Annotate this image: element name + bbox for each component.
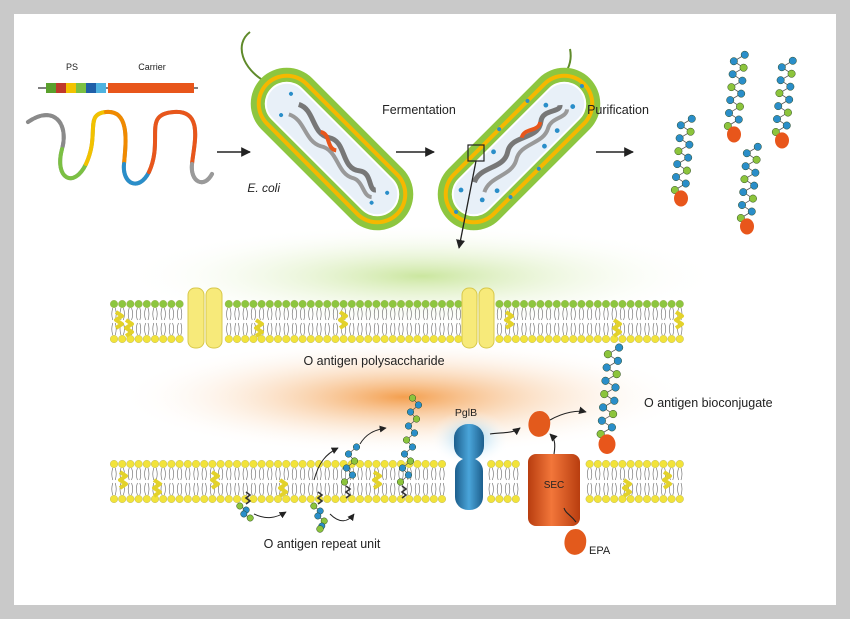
- purification-label: Purification: [587, 103, 649, 117]
- gene-construct: [38, 83, 198, 93]
- arrow-flip-4: [329, 513, 355, 522]
- o-antigen-chains: [236, 394, 423, 533]
- carrier-label: Carrier: [138, 62, 166, 72]
- outer-membrane: [110, 287, 684, 349]
- epa-exported: [528, 410, 551, 437]
- arrow-flip-3: [359, 425, 387, 445]
- sec-translocon: [528, 454, 580, 526]
- dna-helix: [26, 109, 214, 186]
- arrow-pglb-transfer: [489, 427, 521, 436]
- diagram-canvas: PS Carrier E. coli Fermentation: [14, 14, 836, 605]
- ps-label: PS: [66, 62, 78, 72]
- arrow-flip-2: [313, 447, 339, 481]
- arrow-epa-to-bioconjugate: [549, 406, 587, 421]
- ecoli-label: E. coli: [247, 181, 280, 195]
- bioconjugation-diagram: PS Carrier E. coli Fermentation: [26, 31, 797, 557]
- fermentation-label: Fermentation: [382, 103, 456, 117]
- arrow-epa-to-sec: [563, 507, 577, 523]
- o-antigen-repeat-unit-label: O antigen repeat unit: [264, 537, 381, 551]
- o-antigen-bioconjugate: [596, 343, 624, 454]
- ecoli-cell-1: [240, 31, 414, 231]
- purified-bioconjugates: [670, 50, 797, 235]
- epa-protein: [564, 528, 587, 555]
- epa-label: EPA: [589, 545, 611, 557]
- pglb-label: PglB: [455, 407, 477, 419]
- inner-membrane: [110, 460, 684, 503]
- arrow-sec-to-epa: [549, 433, 558, 455]
- o-antigen-polysaccharide-label: O antigen polysaccharide: [303, 354, 444, 368]
- arrow-flip-1: [253, 511, 287, 519]
- arrow-zoom: [456, 160, 477, 249]
- pglb-enzyme: [430, 410, 510, 510]
- o-antigen-bioconjugate-label: O antigen bioconjugate: [644, 396, 773, 410]
- sec-label: SEC: [544, 480, 565, 491]
- ecoli-cell-2: [437, 48, 601, 231]
